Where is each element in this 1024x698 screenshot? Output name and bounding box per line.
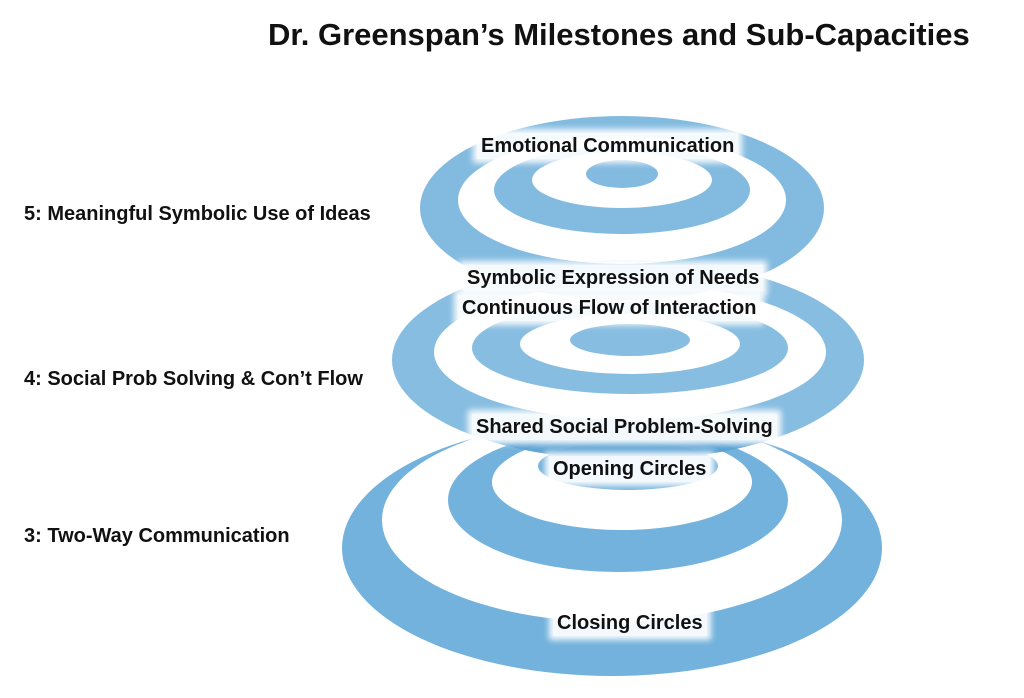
- ring-stack-top: [420, 116, 824, 300]
- ring-middle-inner: [570, 324, 690, 356]
- ring-top-inner: [586, 160, 658, 188]
- milestone-5-label: 5: Meaningful Symbolic Use of Ideas: [20, 201, 375, 227]
- sub-capacity-closing-circles: Closing Circles: [553, 610, 707, 636]
- diagram-title: Dr. Greenspan’s Milestones and Sub-Capac…: [262, 14, 976, 56]
- milestone-3-label: 3: Two-Way Communication: [20, 523, 294, 549]
- sub-capacity-emotional-communication: Emotional Communication: [477, 133, 739, 159]
- milestone-4-label: 4: Social Prob Solving & Con’t Flow: [20, 366, 367, 392]
- sub-capacity-shared-problem-solving: Shared Social Problem-Solving: [472, 414, 777, 440]
- sub-capacity-continuous-flow: Continuous Flow of Interaction: [458, 295, 761, 321]
- sub-capacity-symbolic-expression: Symbolic Expression of Needs: [463, 265, 764, 291]
- sub-capacity-opening-circles: Opening Circles: [549, 456, 711, 482]
